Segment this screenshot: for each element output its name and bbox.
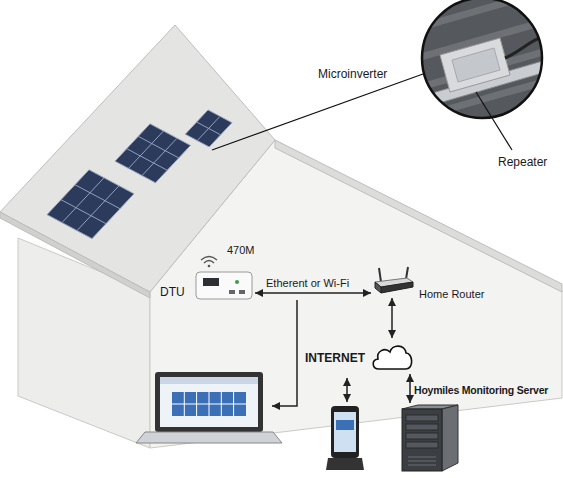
frequency-label: 470M (227, 244, 255, 256)
device-label: Home Router (419, 288, 484, 300)
microinverter-body (440, 38, 510, 92)
router-antenna (379, 268, 381, 282)
device-label: Hoymiles Monitoring Server (414, 385, 548, 397)
server-side (442, 405, 458, 471)
dtu-led (235, 280, 239, 284)
server-device: Hoymiles Monitoring Server (398, 405, 464, 471)
link-arrow (391, 298, 393, 338)
panel-array (185, 110, 232, 147)
laptop-app-bar (160, 377, 258, 384)
phone-body (331, 406, 359, 458)
server-shape (398, 405, 464, 471)
dtu-port (239, 290, 245, 294)
phone-screen (334, 412, 356, 452)
dtu-port (229, 290, 235, 294)
dtu-display (203, 278, 219, 286)
roof-corrugation (410, 0, 550, 120)
inset-photo (410, 0, 550, 122)
panel-grid (185, 110, 232, 147)
router-antenna (406, 267, 408, 279)
laptop-base (136, 432, 282, 443)
server-vent (408, 457, 436, 465)
laptop-panel-map (172, 392, 246, 416)
wifi-dot (208, 265, 211, 268)
leader-line (212, 74, 423, 150)
microinverter-plate (452, 48, 500, 82)
inset-circle (422, 0, 542, 118)
drive-bay (406, 415, 438, 421)
laptop-screen (160, 377, 258, 427)
panel-grid (115, 124, 191, 183)
link-arrow (255, 292, 371, 294)
dtu-body (196, 272, 252, 299)
wifi-symbol (201, 257, 217, 264)
solar-panels (47, 87, 232, 249)
device-label: INTERNET (305, 352, 365, 365)
drive-bay (406, 424, 438, 430)
internet-cloud: INTERNET (370, 340, 414, 372)
router-front (381, 282, 413, 293)
laptop-link (272, 300, 297, 406)
router-device: Home Router (373, 266, 413, 296)
drive-bay (406, 442, 438, 448)
dtu-device: DTU (195, 266, 253, 300)
part-name: Repeater (498, 156, 547, 169)
panel-array (47, 170, 134, 239)
dtu-shape (195, 266, 253, 300)
laptop-panel-grid (172, 392, 246, 416)
laptop-screen-frame (155, 372, 263, 432)
roof-plane (0, 25, 275, 292)
cloud-shape (370, 340, 414, 372)
router-shape (373, 266, 413, 296)
roof-edge (275, 140, 562, 292)
panel-grid (47, 170, 134, 239)
part-name: Microinverter (318, 68, 387, 81)
edge-label: Etherent or Wi-Fi (266, 277, 349, 289)
leader-line (476, 92, 512, 150)
drive-bay (406, 433, 438, 439)
panel-array (115, 124, 191, 183)
phone-link (346, 378, 348, 402)
server-front (402, 409, 442, 471)
router-side (375, 282, 381, 293)
cloud-outline (373, 346, 411, 369)
device-label: DTU (160, 286, 185, 299)
phone-dock (326, 458, 364, 470)
phone-app-tile (336, 420, 354, 430)
link-arrow (409, 374, 411, 403)
